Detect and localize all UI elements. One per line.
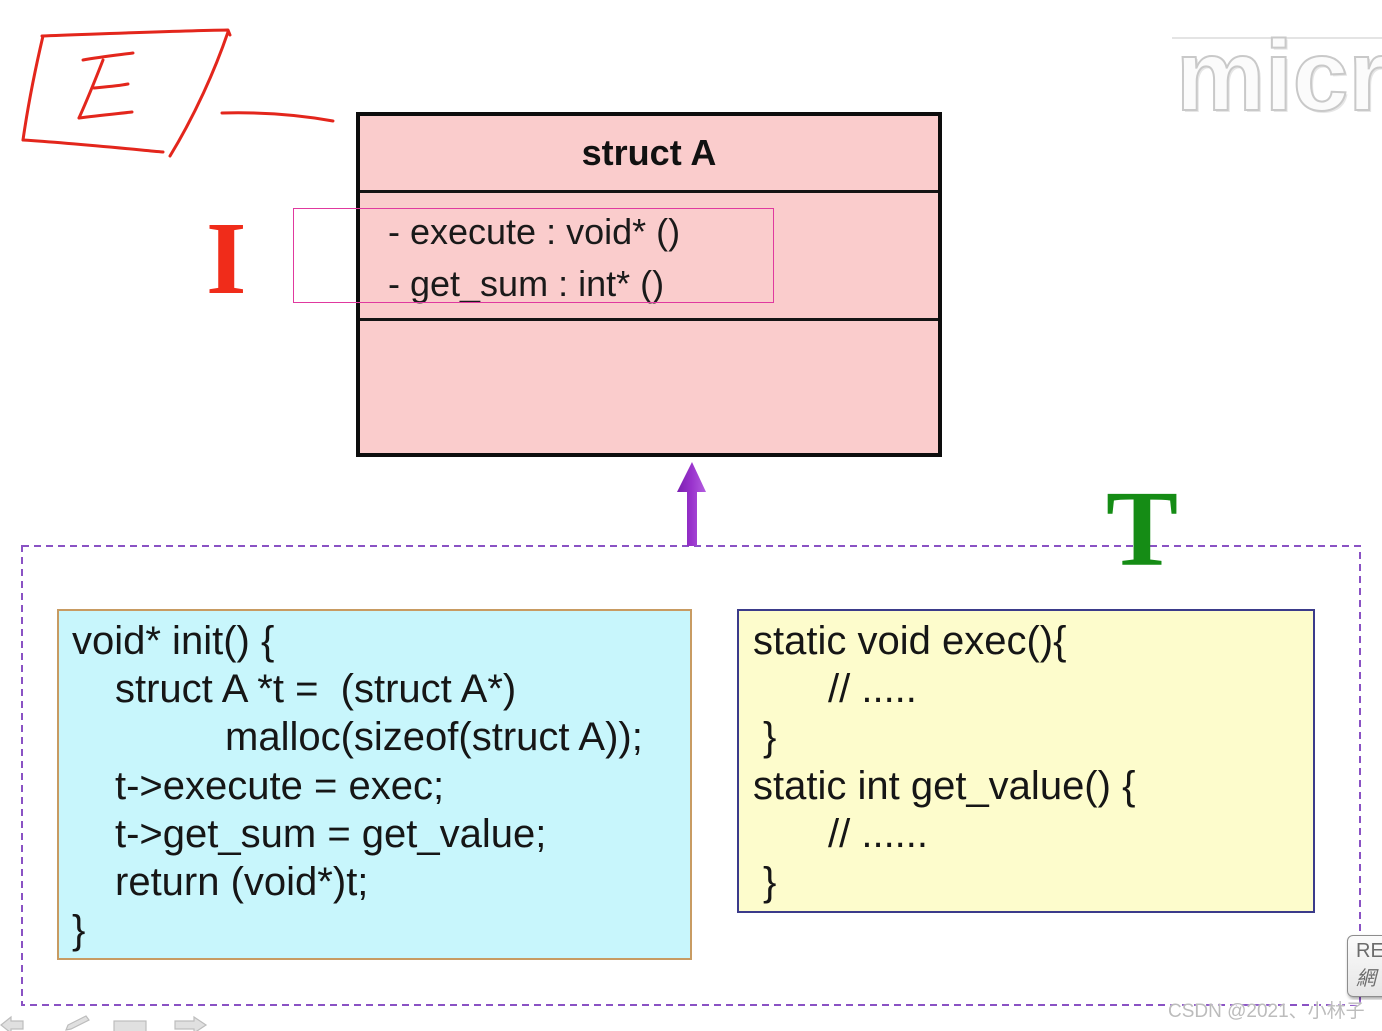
member-get-sum: - get_sum : int* (): [388, 263, 665, 304]
code-comment: // .....: [828, 667, 917, 712]
annotation-pointer-line: [220, 111, 335, 123]
corner-widget: RE 網: [1345, 933, 1382, 1000]
code-line: malloc(sizeof(struct A));: [225, 715, 643, 760]
code-line: static void exec(){: [753, 619, 1067, 663]
annotation-frame: [21, 28, 232, 158]
struct-members-compartment: - execute : void* () - get_sum : int* (): [360, 193, 938, 321]
struct-a-box: struct A - execute : void* () - get_sum …: [356, 112, 942, 457]
slide-menu-icon[interactable]: [112, 1015, 148, 1031]
corner-widget-button[interactable]: RE 網: [1347, 935, 1382, 997]
interface-label: I: [206, 201, 247, 316]
pen-icon[interactable]: [62, 1015, 92, 1031]
code-line: return (void*)t;: [115, 860, 369, 905]
logo-text: micr: [1175, 20, 1382, 125]
slideshow-toolbar: [0, 1015, 220, 1031]
logo-watermark: micr: [1172, 20, 1382, 125]
code-comment: // ......: [828, 811, 929, 856]
code-line: static int get_value() {: [753, 763, 1136, 808]
members-highlight-box: [293, 208, 774, 303]
corner-widget-label: RE: [1356, 940, 1382, 962]
code-line: void* init() {: [72, 619, 275, 663]
struct-methods-compartment: [360, 321, 938, 450]
previous-slide-icon[interactable]: [0, 1015, 26, 1031]
code-line: t->execute = exec;: [115, 763, 445, 808]
arrow-up-icon: [677, 462, 706, 546]
handwritten-letter-e: [77, 51, 135, 120]
init-code-box: void* init() { struct A *t = (struct A*)…: [57, 609, 692, 960]
implementation-group-frame: [21, 545, 1361, 1006]
code-line: }: [763, 715, 777, 760]
code-line: }: [72, 908, 86, 953]
code-line: struct A *t = (struct A*): [115, 667, 517, 712]
struct-title: struct A: [360, 116, 938, 193]
next-slide-icon[interactable]: [172, 1015, 208, 1031]
logo-rule: [1172, 37, 1382, 39]
code-line: }: [763, 860, 777, 905]
credit-watermark: CSDN @2021、小林子: [1168, 1001, 1365, 1022]
corner-widget-sublabel: 網: [1356, 968, 1376, 990]
handwritten-e-annotation: [21, 28, 335, 158]
code-line: t->get_sum = get_value;: [115, 811, 547, 856]
type-label: T: [1106, 470, 1179, 589]
member-execute: - execute : void* (): [388, 211, 681, 252]
impl-code-box: static void exec(){ // ..... } static in…: [737, 609, 1315, 913]
